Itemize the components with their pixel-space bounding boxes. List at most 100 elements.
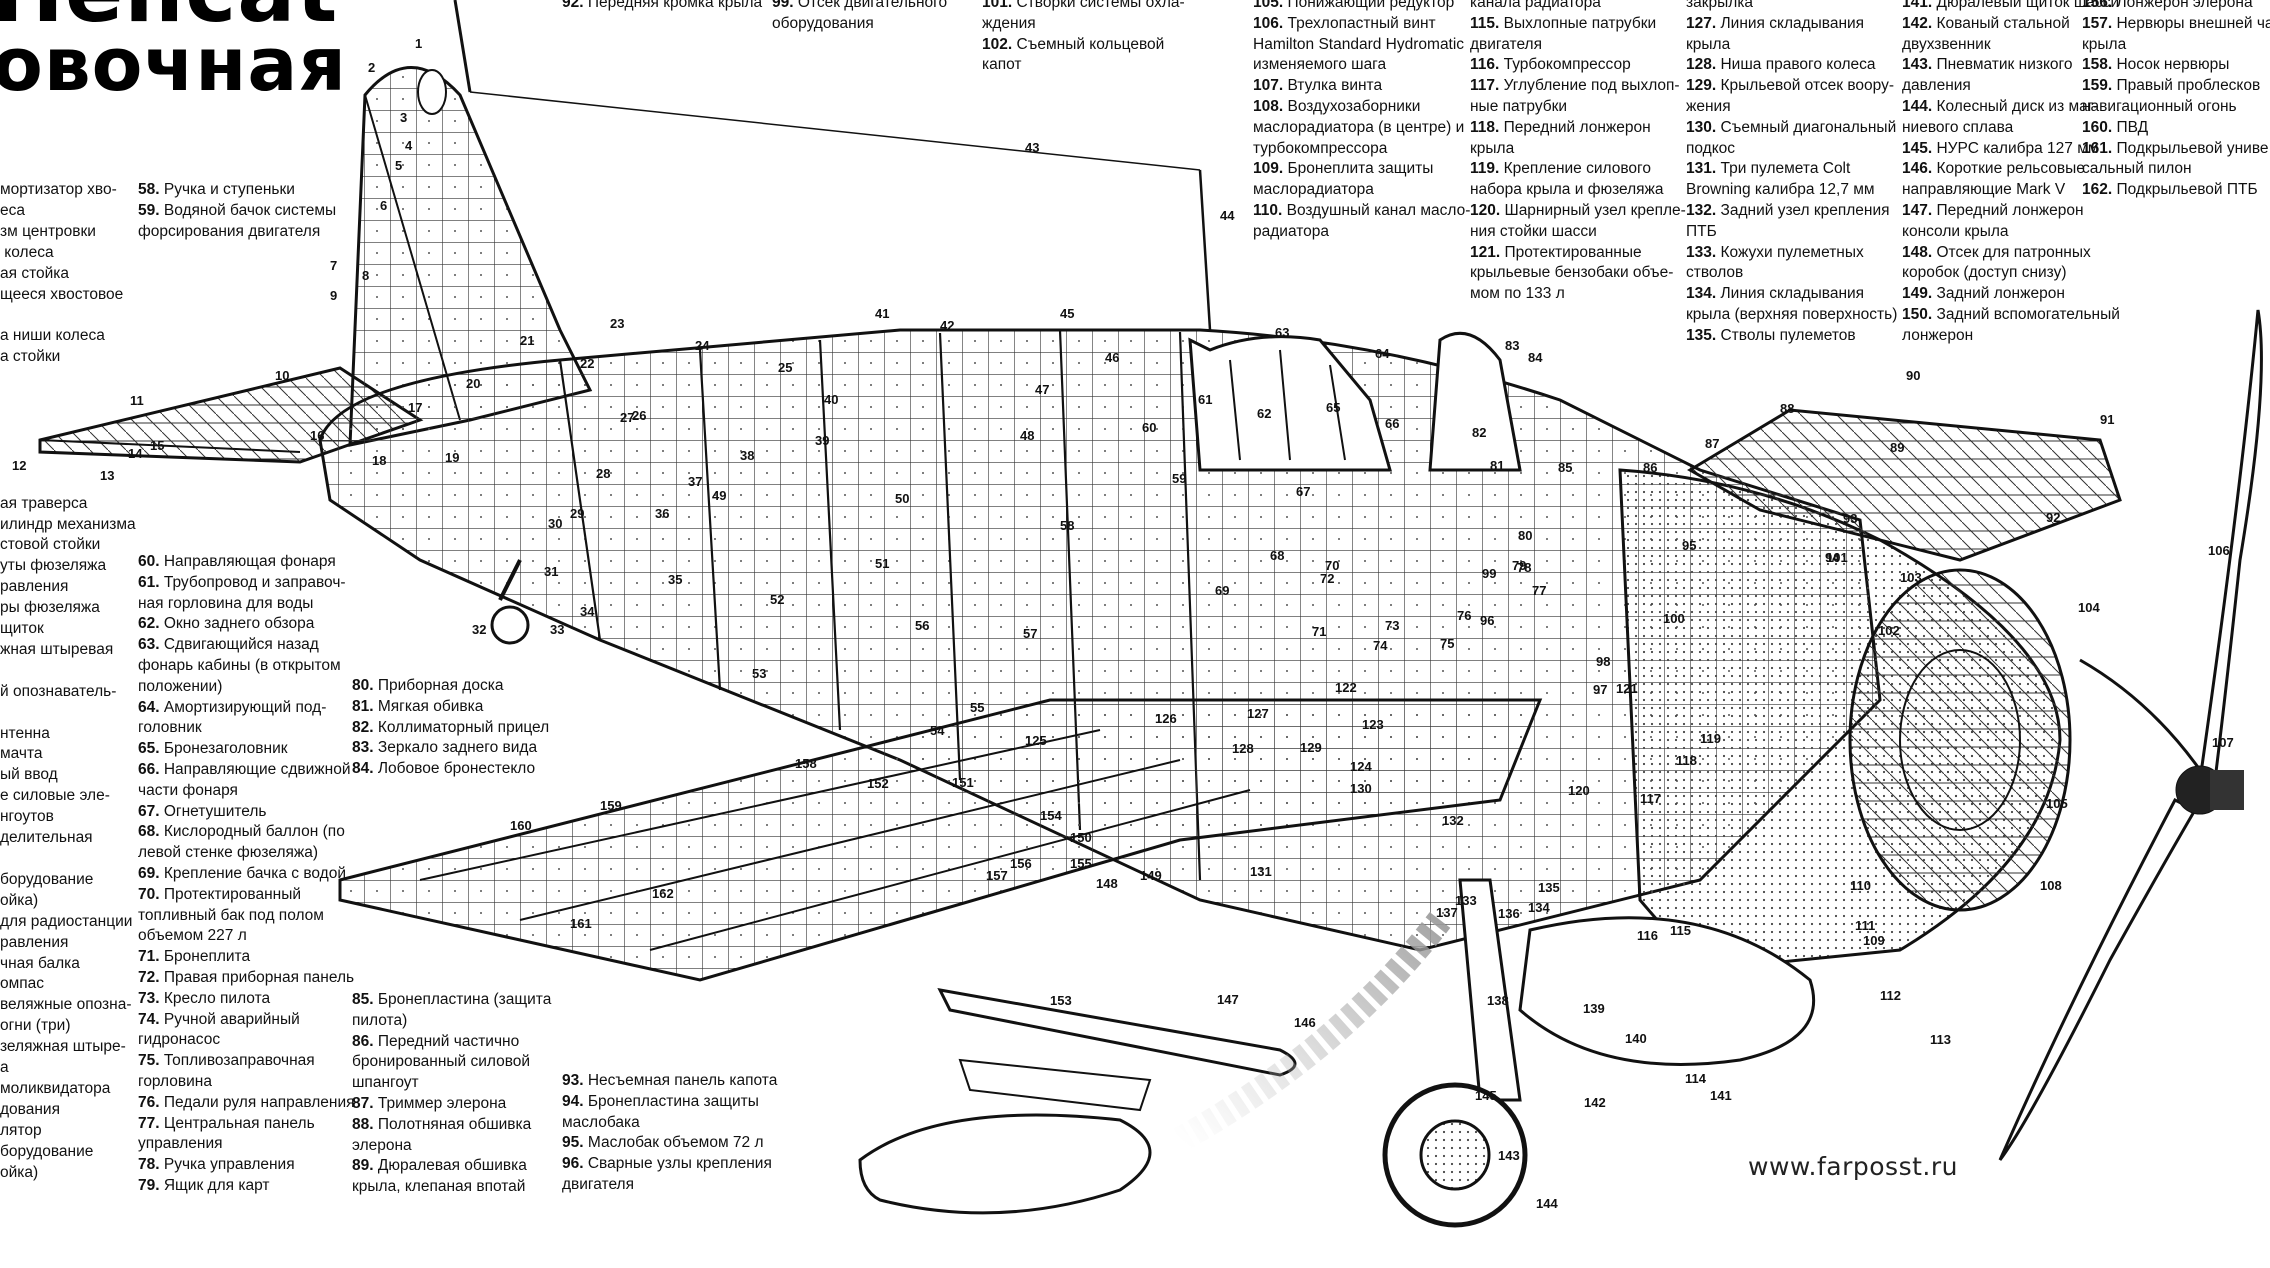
callout-number: 161	[570, 916, 592, 931]
callout-number: 134	[1528, 900, 1550, 915]
callout-number: 76	[1457, 608, 1471, 623]
callout-number: 157	[986, 868, 1008, 883]
legend-item-text: Протектированный топливный бак под полом…	[138, 885, 324, 945]
legend-item-text: Огнетушитель	[163, 802, 267, 820]
callout-number: 28	[596, 466, 610, 481]
legend-item-text: Кресло пилота	[163, 989, 271, 1007]
legend-item-text: Съемный кольцевой капот	[982, 35, 1165, 74]
callout-number: 72	[1320, 571, 1334, 586]
legend-item: равления	[0, 578, 69, 596]
callout-number: 62	[1257, 406, 1271, 421]
legend-item-text: Створки системы охла- ждения	[982, 0, 1185, 32]
legend-item-text: Выхлопные патрубки двигателя	[1470, 14, 1657, 53]
legend-item-number: 150.	[1902, 305, 1937, 323]
legend-item-text: Бронеплита	[163, 948, 251, 966]
legend-item-number: 134.	[1686, 285, 1721, 303]
callout-number: 141	[1710, 1088, 1732, 1103]
legend-item-text: Ручной аварийный гидронасос	[138, 1010, 300, 1049]
legend-item-text: Топливозаправочная горловина	[138, 1052, 315, 1090]
legend-item: 99. Отсек двигательного оборудования	[772, 0, 947, 35]
callout-number: 56	[915, 618, 929, 633]
callout-number: 55	[970, 700, 984, 715]
legend-item: для радиостанции	[0, 912, 133, 930]
callout-number: 90	[1906, 368, 1920, 383]
legend-item: е силовые эле-	[0, 787, 110, 805]
callout-number: 20	[466, 376, 480, 391]
legend-item: ая траверса	[0, 494, 88, 512]
legend-item: щееся хвостовое	[0, 285, 124, 303]
callout-number: 100	[1663, 611, 1685, 626]
legend-item-text: Зеркало заднего вида	[377, 739, 538, 757]
legend-item-number: 127.	[1686, 14, 1721, 32]
legend-item: 115. Выхлопные патрубки двигателя	[1470, 14, 1686, 56]
callout-number: 12	[12, 458, 26, 473]
callout-number: 158	[795, 756, 817, 771]
legend-item: 80. Приборная доска	[352, 676, 549, 697]
legend-column-5: 99. Отсек двигательного оборудования	[772, 0, 947, 35]
callout-number: 159	[600, 798, 622, 813]
callout-number: 26	[632, 408, 646, 423]
legend-item: 65. Бронезаголовник	[138, 739, 355, 760]
legend-item-number: 95.	[562, 1134, 588, 1152]
callout-number: 48	[1020, 428, 1034, 443]
legend-item: 149. Задний лонжерон	[1902, 284, 2120, 305]
legend-item-text: Турбокомпрессор	[1503, 56, 1631, 74]
callout-number: 87	[1705, 436, 1719, 451]
legend-item: 142. Кованый стальной двухзвенник	[1902, 14, 2120, 56]
legend-item: 78. Ручка управления	[138, 1155, 355, 1176]
legend-item-number: 77.	[138, 1114, 164, 1132]
callout-number: 121	[1616, 681, 1638, 696]
legend-item-number: 79.	[138, 1176, 164, 1194]
legend-item: 130. Съемный диагональный подкос	[1686, 118, 1897, 160]
callout-number: 63	[1275, 325, 1289, 340]
legend-item-number: 65.	[138, 740, 164, 758]
legend-item: ойка)	[0, 1163, 39, 1181]
legend-item: 94. Бронепластина защиты маслобака	[562, 1092, 777, 1134]
left-wing	[338, 698, 1543, 982]
callout-number: 75	[1440, 636, 1454, 651]
legend-item: 157. Нервюры внешней ча	[2082, 14, 2270, 35]
callout-number: 94	[1825, 550, 1840, 565]
legend-item: крыла	[2082, 35, 2270, 56]
legend-item: стовой стойки	[0, 536, 101, 554]
legend-item: 73. Кресло пилота	[138, 989, 355, 1010]
callout-number: 112	[1880, 988, 1901, 1003]
legend-item: 160. ПВД	[2082, 118, 2270, 139]
callout-number: 99	[1482, 566, 1496, 581]
legend-item: зм центровки	[0, 222, 96, 240]
legend-item-number: 115.	[1470, 14, 1504, 32]
callout-number: 142	[1584, 1095, 1606, 1110]
legend-item-text: Бронепластина (защита пилота)	[352, 991, 552, 1029]
callout-number: 13	[100, 468, 114, 483]
callout-number: 79	[1512, 558, 1526, 573]
legend-item-number: 88.	[352, 1115, 378, 1133]
callout-number: 104	[2078, 600, 2100, 615]
legend-item: 85. Бронепластина (защита пилота)	[352, 990, 551, 1032]
callout-number: 139	[1583, 1001, 1605, 1016]
callout-number: 107	[2212, 735, 2234, 750]
legend-item-number: 133.	[1686, 243, 1721, 261]
legend-item: 89. Дюралевая обшивка крыла, клепаная вп…	[352, 1156, 551, 1198]
legend-item: ая стойка	[0, 264, 70, 282]
legend-item-number: 87.	[352, 1094, 378, 1112]
callout-number: 61	[1198, 392, 1212, 407]
callout-number: 2	[368, 60, 375, 75]
legend-item-number: 129.	[1686, 77, 1721, 95]
legend-item-number: 128.	[1686, 56, 1721, 74]
legend-item: 144. Колесный диск из маг- ниевого сплав…	[1902, 97, 2120, 139]
engine-cowling	[1618, 468, 2072, 972]
legend-item: 119. Крепление силового набора крыла и ф…	[1470, 159, 1686, 201]
legend-item: 82. Коллиматорный прицел	[352, 718, 549, 739]
legend-item-text: Подкрыльевой ПТБ	[2116, 181, 2258, 199]
callout-number: 105	[2046, 796, 2068, 811]
callout-number: 71	[1312, 624, 1326, 639]
callout-number: 23	[610, 316, 624, 331]
legend-item-text: Водяной бачок системы форсирования двига…	[138, 201, 337, 240]
legend-item-number: 121.	[1470, 243, 1505, 261]
legend-item: 59. Водяной бачок системы форсирования д…	[138, 201, 336, 243]
callout-number: 147	[1217, 992, 1239, 1007]
legend-item-number: 156.	[2082, 0, 2117, 11]
